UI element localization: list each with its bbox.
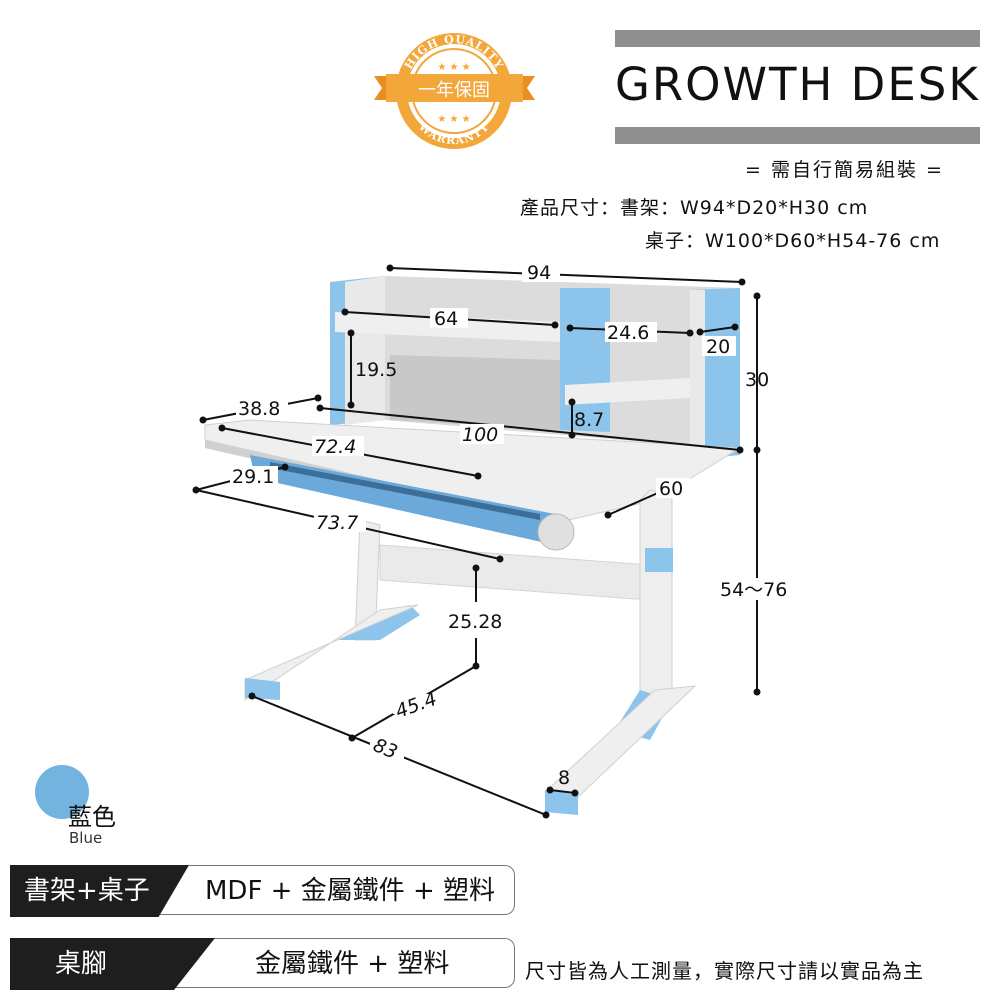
material-row-2: 金屬鐵件 + 塑料 桌腳: [10, 938, 518, 990]
dim-desk-left: 38.8: [238, 398, 280, 420]
desk-frame: [244, 489, 697, 815]
dim-desk-height: 54～76: [720, 579, 787, 601]
dim-foot: 8: [558, 767, 570, 789]
material-value-1: MDF + 金屬鐵件 + 塑料: [205, 876, 496, 906]
badge-ribbon: 一年保固: [418, 80, 490, 101]
size-desk: 桌子：W100*D60*H54-76 cm: [645, 230, 941, 252]
dim-drawer-depth: 29.1: [232, 466, 274, 488]
size-shelf: 產品尺寸：書架：W94*D20*H30 cm: [520, 197, 869, 219]
material-value-2: 金屬鐵件 + 塑料: [255, 949, 450, 979]
title-bar-top: [615, 30, 980, 47]
dim-shelf-width: 94: [527, 262, 551, 284]
color-name-zh: 藍色: [68, 803, 116, 831]
dim-shelf-small: 8.7: [574, 409, 604, 431]
material-box-2: 金屬鐵件 + 塑料: [160, 938, 515, 988]
dim-desk-width: 100: [462, 424, 498, 446]
material-row-1: MDF + 金屬鐵件 + 塑料 書架+桌子: [10, 865, 518, 917]
measurement-note: 尺寸皆為人工測量，實際尺寸請以實品為主: [525, 959, 924, 983]
dim-leg-room: 25.28: [448, 611, 502, 633]
color-name-en: Blue: [69, 829, 103, 847]
dim-shelf-depth: 20: [706, 336, 730, 358]
color-swatch-icon: [35, 765, 89, 819]
material-part-1: 書架+桌子: [10, 865, 189, 917]
dim-shelf-gap: 19.5: [355, 359, 397, 381]
product-title: GROWTH DESK: [615, 58, 980, 111]
dim-shelf-side: 24.6: [607, 322, 649, 344]
dim-shelf-height: 30: [745, 369, 769, 391]
material-box-1: MDF + 金屬鐵件 + 塑料: [160, 865, 515, 915]
assembly-note: = 需自行簡易組裝 =: [745, 159, 944, 181]
material-part-2: 桌腳: [10, 938, 215, 990]
dimension-labels: 94 64 24.6 20 30 19.5 8.7 38.8 100 72.4 …: [230, 262, 798, 789]
badge-stars-icon: ★ ★ ★ ★ ★ ★: [437, 62, 470, 125]
dim-desk-tilt: 72.4: [314, 436, 356, 458]
svg-text:★ ★ ★: ★ ★ ★: [437, 62, 470, 73]
dim-drawer-width: 73.7: [316, 512, 358, 534]
warranty-badge: HIGH QUALITY WARRANTY ★ ★ ★ ★ ★ ★ 一年保固: [374, 33, 535, 149]
dim-leg-inner: 45.4: [393, 688, 440, 723]
drawer: [250, 455, 575, 551]
dim-shelf-inner: 64: [434, 308, 458, 330]
dim-desk-depth: 60: [659, 478, 683, 500]
svg-text:★ ★ ★: ★ ★ ★: [437, 114, 470, 125]
title-bar-bottom: [615, 127, 980, 144]
